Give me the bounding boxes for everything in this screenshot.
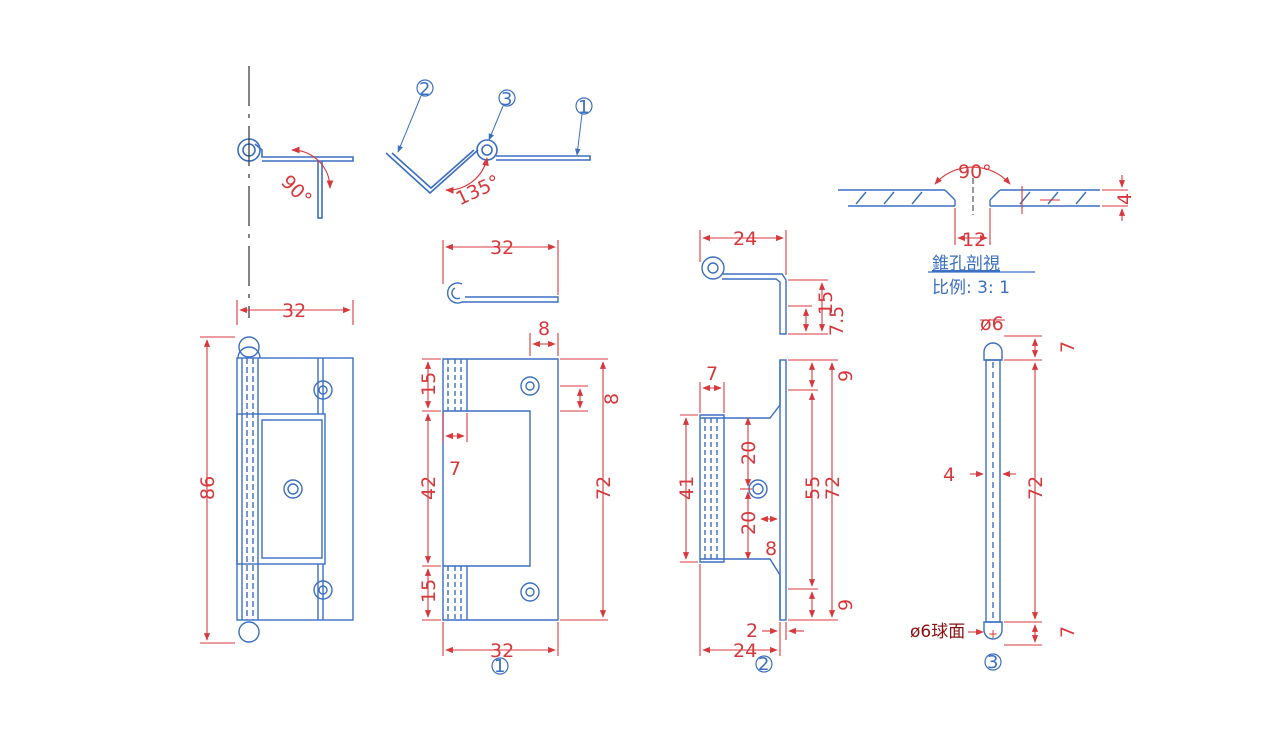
dim-41-text: 41 (676, 476, 698, 500)
dim-32-bottom (442, 622, 559, 656)
svg-text:3: 3 (501, 89, 512, 110)
dim-86-text: 86 (197, 476, 219, 500)
dim-24-bottom-text: 24 (733, 640, 757, 662)
part2-front-view (699, 359, 787, 621)
dim-9-bot-text: 9 (835, 599, 857, 611)
scale-label: 比例: 3: 1 (932, 278, 1010, 298)
dim-20-top-text: 20 (738, 441, 760, 465)
dims-pin (968, 319, 1042, 646)
dim-32-left-text: 32 (282, 300, 306, 322)
dim-8-right-text: 8 (601, 393, 623, 405)
callout-top-1: 1 (574, 97, 593, 156)
dim-55-text: 55 (802, 476, 824, 500)
angle-135-arc (445, 157, 489, 194)
dim-32-bottom-text: 32 (490, 640, 514, 662)
angle-90-arc (291, 146, 334, 189)
svg-text:1: 1 (494, 656, 505, 677)
dim-72-pin-text: 72 (1025, 476, 1047, 500)
dim-24-top (699, 230, 787, 275)
dim-8-top-text: 8 (538, 318, 550, 340)
pin-view (983, 342, 1003, 640)
callout-bottom-3: 3 (984, 652, 1002, 673)
dim-7-pin-top-text: 7 (1057, 341, 1079, 353)
dim-6-sphere-text: ø6球面 (910, 622, 965, 642)
part2-top-view (701, 256, 787, 335)
dim-12-text: 12 (962, 229, 986, 251)
section-title: 錐孔剖視 (932, 254, 1000, 274)
svg-text:1: 1 (578, 97, 589, 118)
dim-32-plan-text: 32 (490, 237, 514, 259)
dim-86 (200, 336, 235, 644)
dim-32-left (236, 300, 354, 325)
dim-4-section-text: 4 (1114, 193, 1136, 205)
svg-text:2: 2 (419, 79, 430, 100)
dim-6-top-text: ø6 (980, 313, 1004, 335)
dim-72-side-text: 72 (822, 476, 844, 500)
dim-15-top-text: 15 (418, 372, 440, 396)
assembly-front-view (236, 336, 354, 643)
dim-42-text: 42 (418, 476, 440, 500)
part1-top-view (446, 282, 559, 304)
countersink-section (838, 189, 1100, 207)
dim-7-pin-bot-text: 7 (1057, 626, 1079, 638)
svg-text:3: 3 (987, 652, 998, 673)
svg-text:2: 2 (758, 654, 769, 675)
dim-8-top (529, 333, 559, 356)
dims-part2-front (680, 359, 838, 656)
dim-8-side-text: 8 (765, 538, 777, 560)
callout-top-3: 3 (488, 89, 516, 141)
dim-72-mid (560, 358, 608, 621)
dim-4-pin-text: 4 (943, 464, 955, 486)
dim-7-mid-text: 7 (449, 458, 461, 480)
dim-2-text: 2 (746, 620, 758, 642)
part1-front-view (442, 358, 559, 621)
callout-bottom-2: 2 (755, 654, 773, 675)
dims-left-part1 (422, 358, 468, 621)
dim-20-bot-text: 20 (738, 511, 760, 535)
angle-90-left: 90° (276, 171, 315, 210)
angle-90-section: 90° (958, 161, 992, 183)
callout-bottom-1: 1 (491, 656, 509, 677)
dim-32-plan (442, 240, 559, 295)
dim-24-top-text: 24 (733, 228, 757, 250)
dims-part2-side (788, 279, 828, 335)
dim-7-5-text: 7.5 (826, 306, 848, 336)
dim-72-mid-text: 72 (593, 476, 615, 500)
dim-7-side-text: 7 (706, 363, 718, 385)
dims-countersink (934, 166, 1128, 245)
dim-9-top-text: 9 (835, 370, 857, 382)
center-mark: + (988, 627, 998, 641)
dim-15-side-text: 15 (815, 291, 837, 315)
dim-15-bot-text: 15 (418, 579, 440, 603)
dim-8-right (560, 385, 588, 412)
callout-top-2: 2 (397, 79, 434, 153)
